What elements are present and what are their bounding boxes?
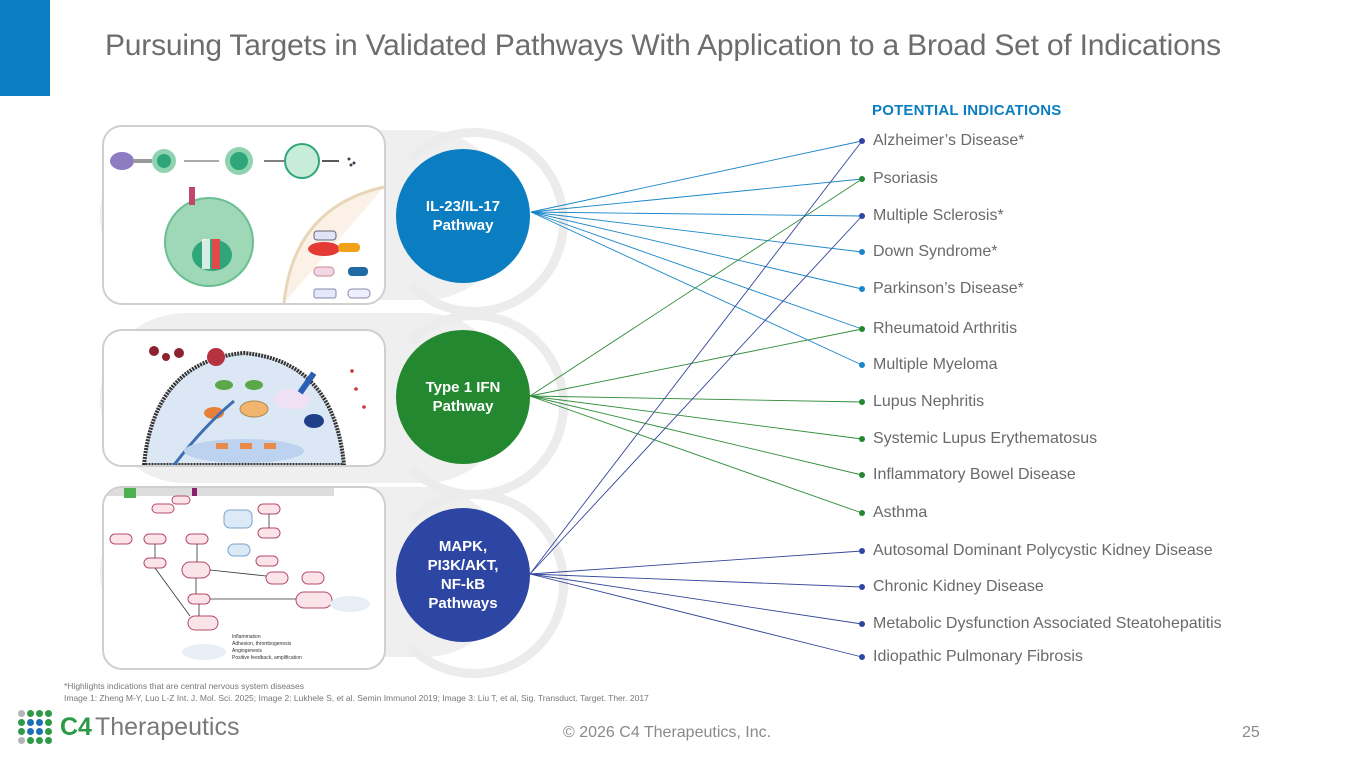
copyright-text: © 2026 C4 Therapeutics, Inc. (563, 724, 772, 741)
slide-title: Pursuing Targets in Validated Pathways W… (105, 29, 1221, 62)
bullet-dot-icon (859, 176, 865, 182)
indication-item: Multiple Sclerosis* (873, 207, 1004, 224)
cns-footnote: *Highlights indications that are central… (64, 681, 305, 691)
connection-line-il23 (530, 211, 863, 330)
bullet-dot-icon (859, 326, 865, 332)
svg-text:Angiogenesis: Angiogenesis (232, 648, 263, 654)
bullet-dot-icon (859, 584, 865, 590)
connection-line-mapk (529, 573, 863, 588)
connection-line-ifn (529, 328, 863, 397)
pathway-circle-il23-il17: IL-23/IL-17 Pathway (396, 149, 530, 283)
connection-line-il23 (530, 211, 863, 253)
logo-name: Therapeutics (94, 712, 240, 741)
connection-line-mapk (529, 550, 863, 575)
bullet-dot-icon (859, 213, 865, 219)
connection-line-mapk (529, 573, 863, 658)
connection-line-ifn (529, 395, 863, 403)
bullet-dot-icon (859, 362, 865, 368)
page-number: 25 (1242, 724, 1260, 741)
connection-line-il23 (530, 140, 863, 213)
indication-item: Down Syndrome* (873, 243, 998, 260)
indication-item: Autosomal Dominant Polycystic Kidney Dis… (873, 542, 1213, 559)
bullet-dot-icon (859, 621, 865, 627)
svg-text:Positive feedback, amplificati: Positive feedback, amplification (232, 655, 302, 661)
bullet-dot-icon (859, 548, 865, 554)
pathway-circle-mapk-pi3k-nfkb: MAPK, PI3K/AKT, NF-kB Pathways (396, 508, 530, 642)
indication-item: Systemic Lupus Erythematosus (873, 430, 1098, 447)
indications-heading: POTENTIAL INDICATIONS (872, 102, 1062, 119)
pathway-image-il23 (102, 125, 386, 305)
connection-line-il23 (530, 178, 863, 213)
image-sources-footnote: Image 1: Zheng M-Y, Luo L-Z Int. J. Mol.… (64, 693, 649, 703)
bullet-dot-icon (859, 138, 865, 144)
indication-item: Psoriasis (873, 170, 938, 187)
arc-decoration-3 (380, 490, 568, 678)
connection-line-mapk (529, 140, 863, 575)
pathway-label: MAPK, PI3K/AKT, NF-kB Pathways (427, 538, 499, 612)
indication-item: Idiopathic Pulmonary Fibrosis (873, 648, 1083, 665)
accent-bar (0, 0, 50, 96)
indication-item: Multiple Myeloma (873, 356, 998, 373)
mapk-diagram-illustration: Inflammation Adhesion, thrombogenesis An… (104, 488, 370, 661)
connection-line-mapk (529, 573, 863, 625)
pathway-circle-type1-ifn: Type 1 IFN Pathway (396, 330, 530, 464)
indication-item: Alzheimer’s Disease* (873, 132, 1025, 149)
indication-item: Inflammatory Bowel Disease (873, 466, 1076, 483)
svg-text:Adhesion, thrombogenesis: Adhesion, thrombogenesis (232, 641, 292, 647)
connection-line-il23 (530, 211, 863, 290)
connection-line-mapk (529, 215, 863, 575)
pathway-label: IL-23/IL-17 Pathway (425, 198, 501, 234)
connection-line-ifn (529, 395, 863, 476)
pathway-image-mapk: Inflammation Adhesion, thrombogenesis An… (102, 486, 386, 670)
logo-mark: C4 (60, 712, 92, 741)
indication-item: Chronic Kidney Disease (873, 578, 1044, 595)
indication-item: Parkinson’s Disease* (873, 280, 1024, 297)
logo-dot-grid-icon (18, 710, 52, 744)
il23-diagram-illustration (110, 143, 384, 303)
connection-line-ifn (529, 178, 863, 397)
ifn-diagram-illustration (141, 346, 366, 465)
svg-text:Inflammation: Inflammation (232, 634, 261, 640)
connection-line-il23 (530, 211, 863, 217)
bullet-dot-icon (859, 436, 865, 442)
indication-item: Metabolic Dysfunction Associated Steatoh… (873, 615, 1222, 632)
bullet-dot-icon (859, 654, 865, 660)
company-logo: C4 Therapeutics (18, 710, 240, 744)
connection-line-ifn (529, 395, 863, 440)
bullet-dot-icon (859, 286, 865, 292)
bullet-dot-icon (859, 399, 865, 405)
bullet-dot-icon (859, 510, 865, 516)
connection-line-il23 (530, 211, 863, 366)
bullet-dot-icon (859, 472, 865, 478)
indication-item: Asthma (873, 504, 928, 521)
bullet-dot-icon (859, 249, 865, 255)
pathway-image-ifn (102, 329, 386, 467)
pathway-label: Type 1 IFN Pathway (425, 379, 501, 415)
indication-item: Rheumatoid Arthritis (873, 320, 1018, 337)
indication-item: Lupus Nephritis (873, 393, 985, 410)
connection-line-ifn (529, 395, 863, 514)
